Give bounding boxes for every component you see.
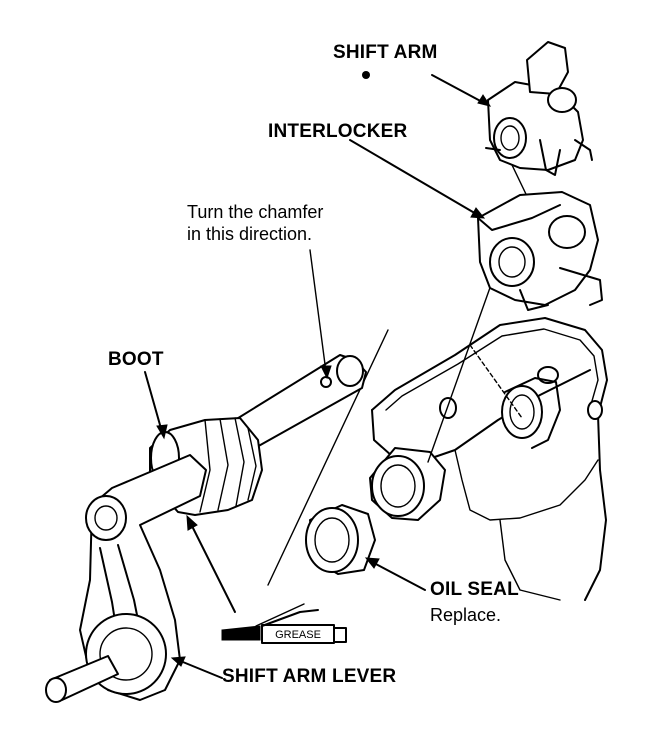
chamfer-note-line-1: Turn the chamfer (187, 202, 324, 222)
boot-label: BOOT (108, 349, 164, 370)
grease-gun-icon (221, 603, 347, 644)
alignment-lines (267, 139, 549, 586)
shift-arm-label: SHIFT ARM (333, 42, 438, 63)
shift-shaft (234, 354, 367, 449)
oil-seal-label: OIL SEAL (430, 579, 519, 600)
transmission-case (369, 317, 608, 601)
shift-arm-lever-part (45, 454, 207, 703)
bullet-mark (362, 71, 370, 79)
grease-label: GREASE (275, 629, 321, 641)
oil-seal-note: Replace. (430, 605, 502, 625)
chamfer-note-line-2: in this direction. (187, 224, 313, 244)
shift-arm-lever-label: SHIFT ARM LEVER (222, 666, 397, 687)
interlocker-label: INTERLOCKER (268, 121, 408, 142)
shift-arm-part (485, 41, 593, 176)
leader-arrows (144, 74, 492, 679)
oil-seal-part (305, 504, 376, 575)
interlocker-part (477, 191, 603, 311)
